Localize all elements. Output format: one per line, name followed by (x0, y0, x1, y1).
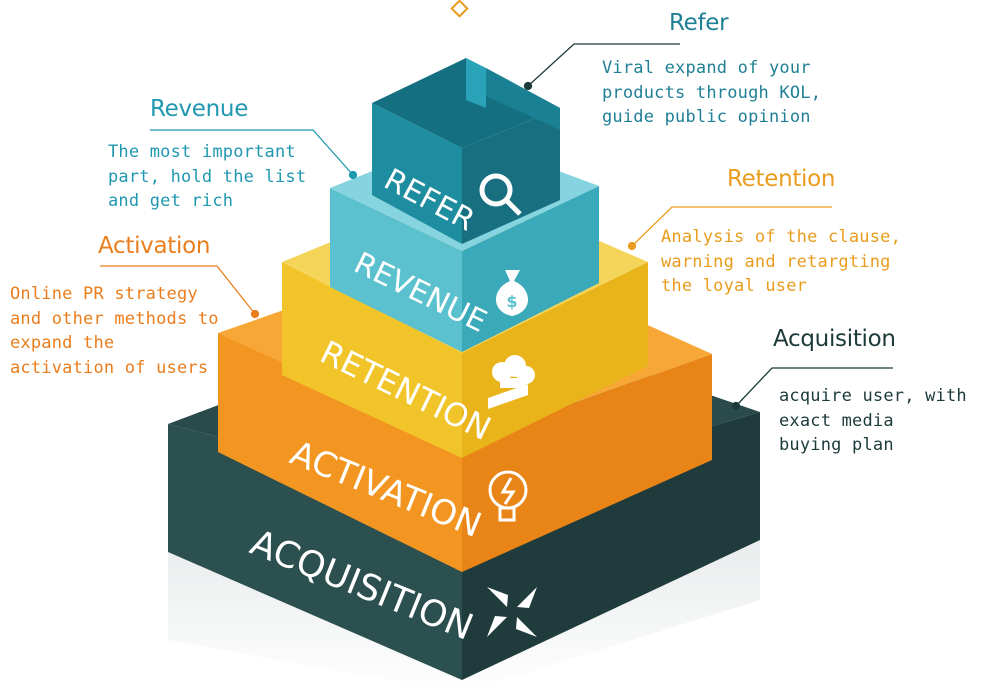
arrows-converge-icon (487, 587, 537, 637)
retention-title: Retention (727, 166, 836, 192)
svg-text:$: $ (506, 292, 517, 311)
activation-description-line: expand the (10, 333, 115, 353)
leader-line-activation (100, 265, 260, 319)
activation-description-line: and other methods to (10, 308, 219, 329)
revenue-title: Revenue (150, 96, 249, 122)
refer-description-line: guide public opinion (602, 107, 811, 127)
revenue-description: The most important part, hold the list a… (108, 140, 306, 214)
activation-description-line: activation of users (10, 357, 209, 378)
money-bag-icon: $ (495, 270, 529, 316)
activation-title: Activation (98, 233, 211, 259)
leader-line-refer (523, 43, 680, 91)
retention-description: Analysis of the clause, warning and reta… (661, 225, 901, 299)
leader-line-revenue (150, 129, 358, 180)
chef-hat-icon (488, 355, 535, 409)
diamond-marker (450, 0, 469, 18)
acquisition-description-line: buying plan (779, 435, 894, 455)
retention-description-line: warning and retargting (661, 251, 891, 272)
floor-reflection (168, 520, 760, 693)
retention-description-line: Analysis of the clause, (661, 227, 902, 247)
activation-description-line: Online PR strategy (10, 284, 198, 304)
refer-description-line: Viral expand of your (602, 58, 811, 78)
leader-line-retention (627, 206, 832, 251)
acquisition-description-line: exact media (779, 410, 894, 431)
revenue-description-line: The most important (108, 142, 296, 162)
magnifier-icon (479, 173, 522, 216)
refer-description: Viral expand of your products through KO… (602, 56, 821, 130)
refer-description-line: products through KOL, (602, 82, 822, 103)
refer-title: Refer (669, 10, 729, 36)
acquisition-title: Acquisition (773, 326, 896, 352)
revenue-description-line: and get rich (108, 191, 234, 211)
lightbulb-lightning-icon (488, 470, 528, 522)
activation-description: Online PR strategy and other methods to … (10, 282, 219, 380)
revenue-description-line: part, hold the list (108, 166, 307, 187)
retention-description-line: the loyal user (661, 276, 808, 296)
leader-line-acquisition (731, 367, 893, 411)
acquisition-description-line: acquire user, with (779, 386, 967, 406)
acquisition-description: acquire user, with exact media buying pl… (779, 384, 967, 458)
tier-refer (372, 58, 560, 244)
